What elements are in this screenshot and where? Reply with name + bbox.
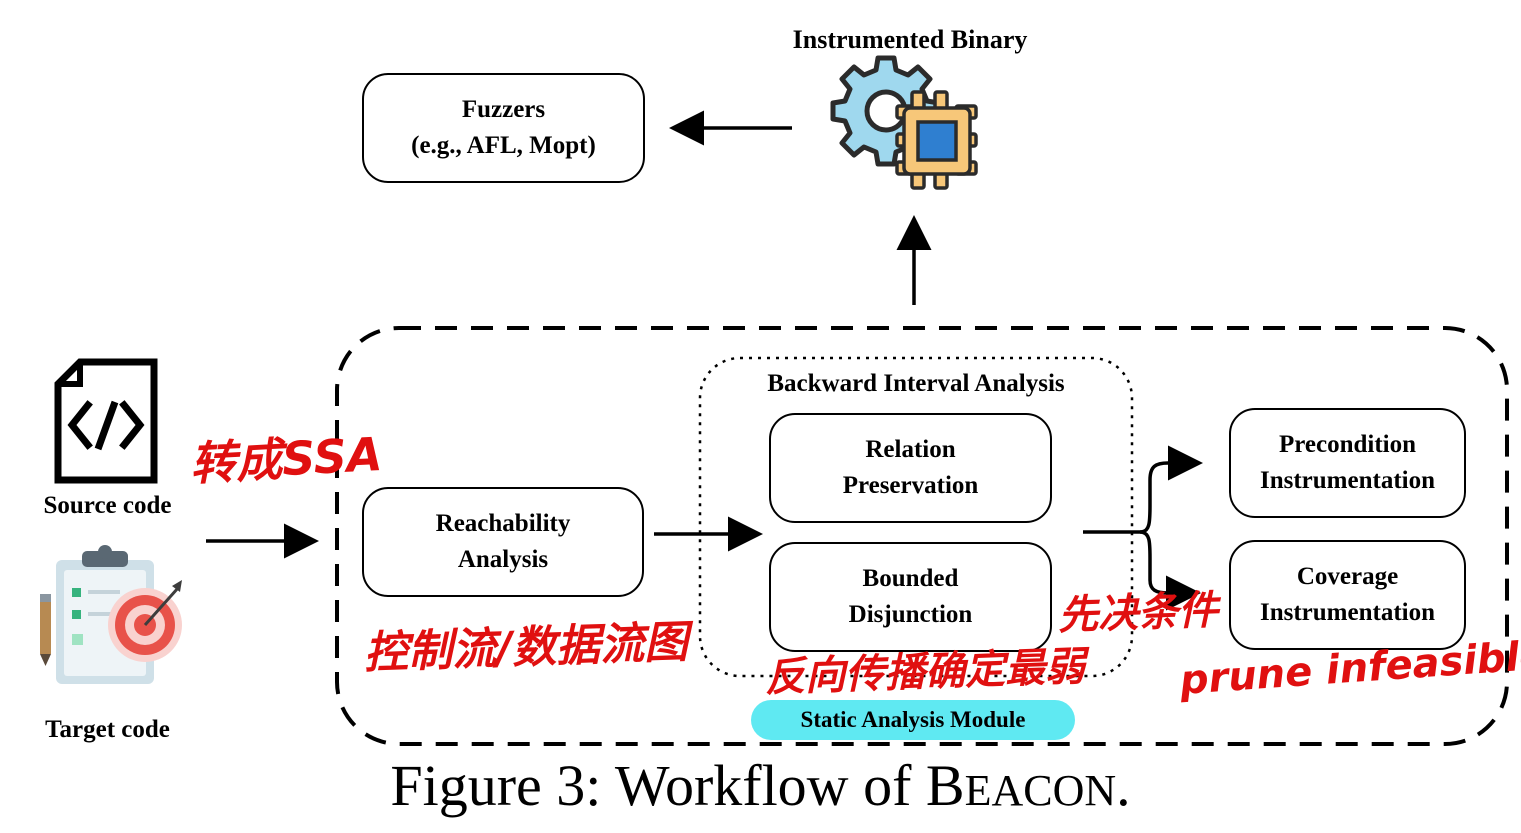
reachability-line1: Reachability: [435, 510, 571, 537]
precondition-line1: Precondition: [1278, 431, 1417, 458]
relation-line1: Relation: [865, 436, 956, 463]
target-clipboard-icon: [40, 545, 182, 684]
code-file-icon: [54, 358, 158, 484]
relation-line2: Preservation: [842, 472, 979, 499]
coverage-line1: Coverage: [1296, 563, 1399, 590]
figure-caption: Figure 3: Workflow of BEACON.: [0, 752, 1521, 819]
fuzzers-examples: (e.g., AFL, Mopt): [411, 132, 596, 159]
precondition-instrumentation-box: Precondition Instrumentation: [1229, 408, 1466, 518]
gear-chip-icon: [830, 55, 978, 190]
static-analysis-module-text: Static Analysis Module: [800, 707, 1026, 732]
coverage-instrumentation-box: Coverage Instrumentation: [1229, 540, 1466, 650]
annotation-precondition: 先决条件: [1057, 587, 1219, 639]
coverage-line2: Instrumentation: [1259, 599, 1435, 626]
instrumented-binary-label: Instrumented Binary: [792, 25, 1028, 54]
bounded-disjunction-box: Bounded Disjunction: [769, 542, 1052, 652]
bounded-line1: Bounded: [862, 565, 959, 592]
annotation-ssa: 转成SSA: [188, 426, 384, 491]
precondition-line2: Instrumentation: [1259, 467, 1435, 494]
source-code-label: Source code: [43, 492, 172, 519]
caption-name-first: B: [925, 753, 965, 818]
fuzzers-title: Fuzzers: [461, 96, 546, 123]
reachability-analysis-box: Reachability Analysis: [362, 487, 644, 597]
caption-suffix: .: [1116, 753, 1131, 818]
fork-lower-arrow: [1139, 530, 1201, 611]
caption-prefix: Figure 3: Workflow of: [390, 753, 926, 818]
annotation-flow-graph: 控制流/数据流图: [363, 616, 689, 679]
static-analysis-module-frame: [335, 326, 1509, 746]
fuzzers-box: Fuzzers (e.g., AFL, Mopt): [362, 73, 645, 183]
static-analysis-module-label: Static Analysis Module: [751, 700, 1075, 740]
bounded-line2: Disjunction: [848, 601, 973, 628]
relation-preservation-box: Relation Preservation: [769, 413, 1052, 523]
fork-upper-arrow: [1139, 445, 1203, 534]
reachability-line2: Analysis: [457, 546, 549, 573]
backward-interval-frame: [698, 356, 1134, 678]
backward-interval-label: Backward Interval Analysis: [767, 370, 1065, 397]
annotation-backward: 反向传播确定最弱: [764, 643, 1086, 701]
caption-name-rest: EACON: [964, 766, 1117, 815]
target-code-label: Target code: [45, 716, 170, 743]
